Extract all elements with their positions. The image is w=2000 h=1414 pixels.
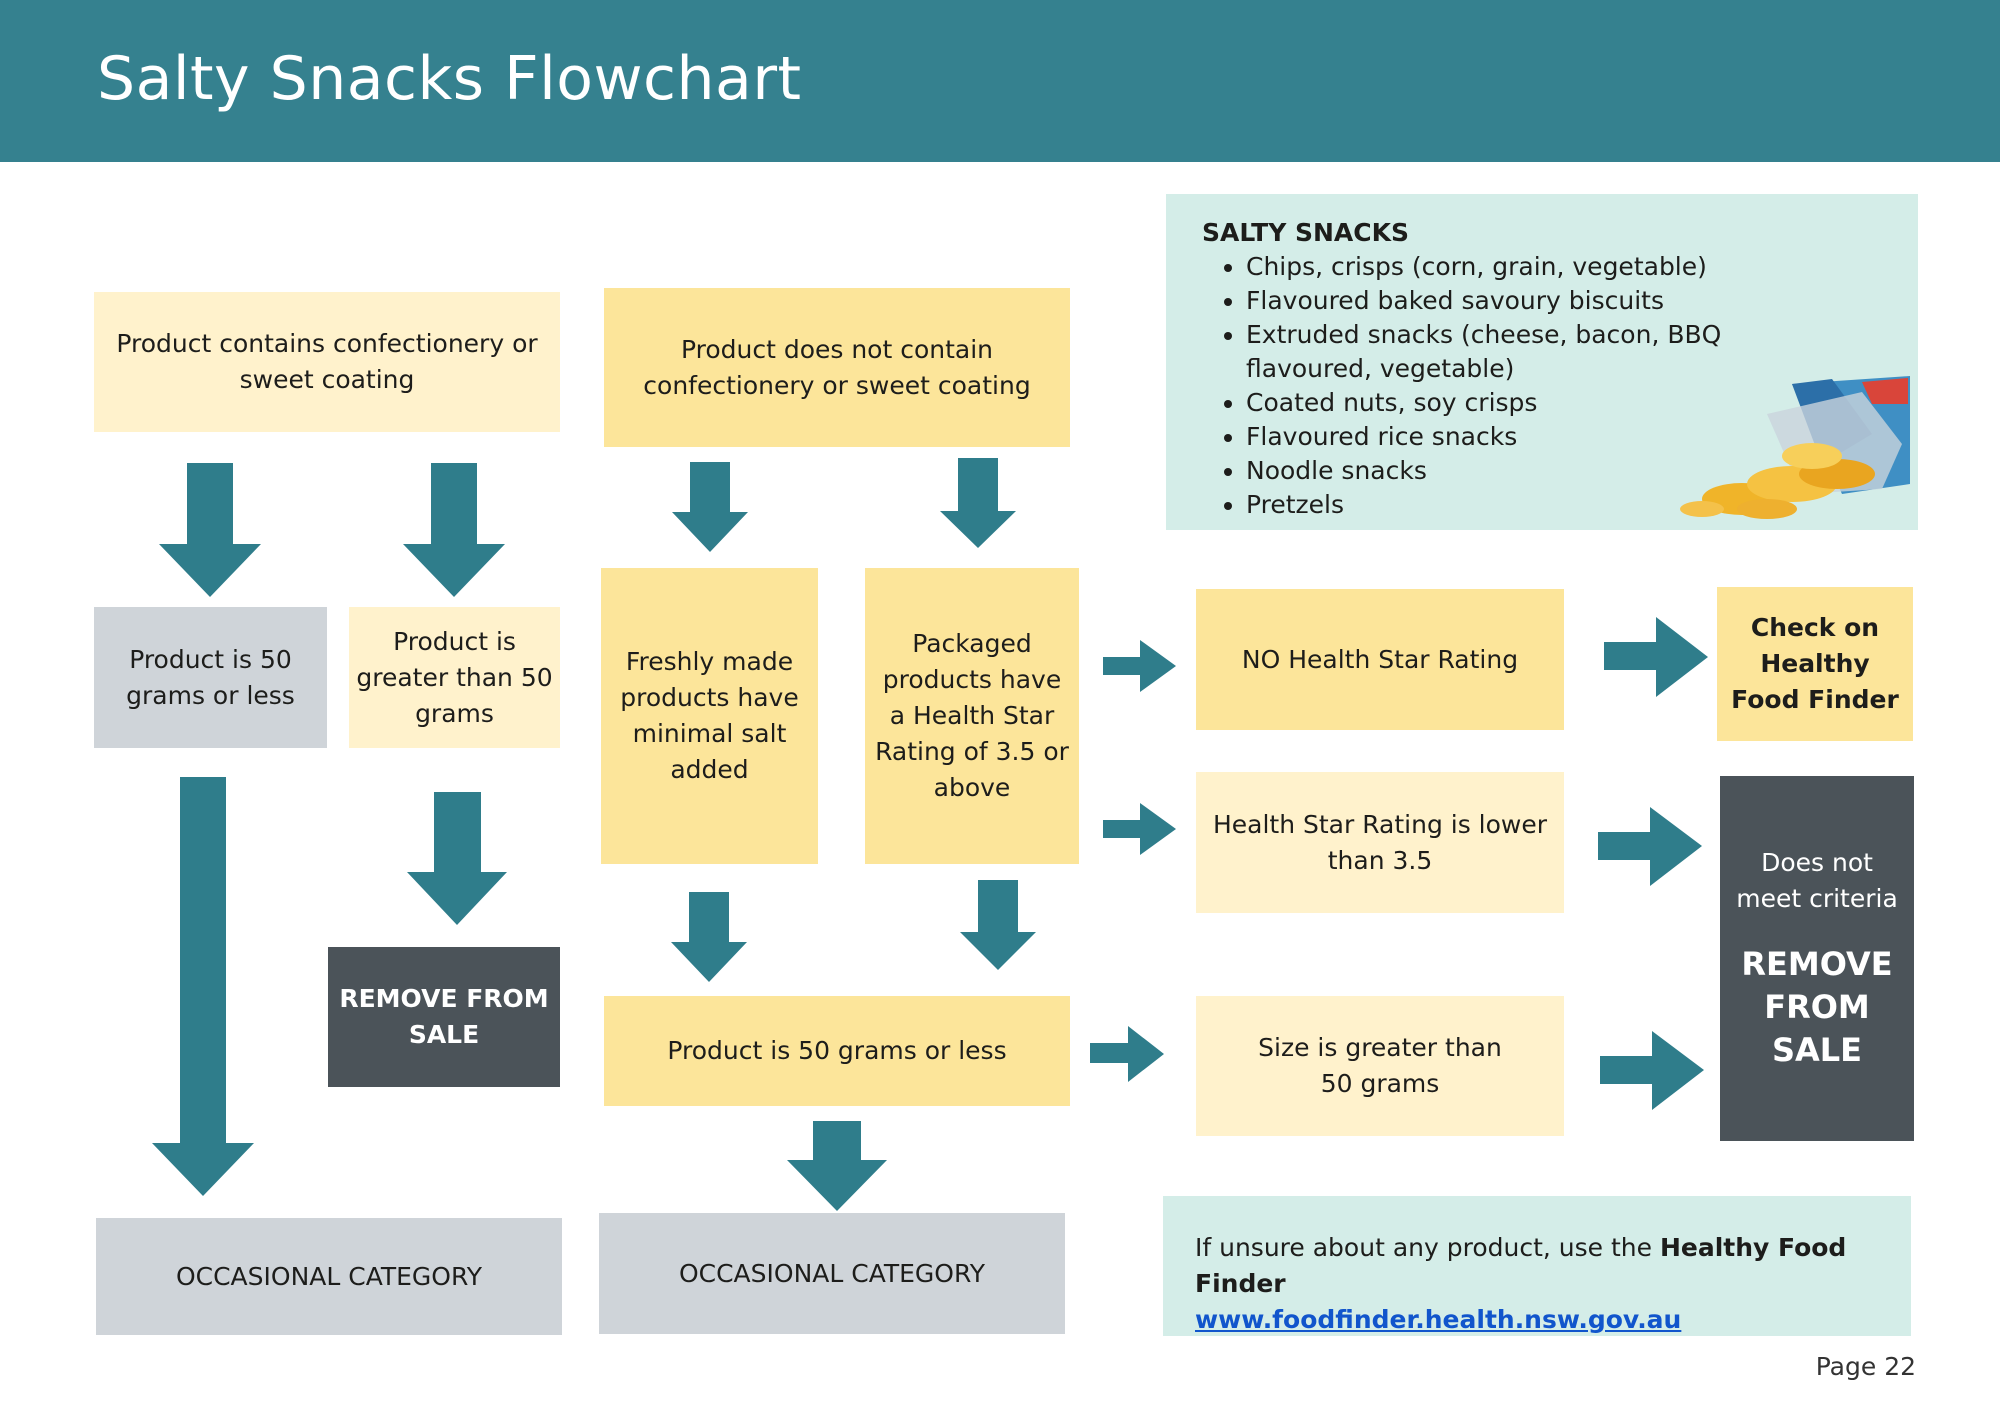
list-item: Noodle snacks [1246,454,1846,488]
list-item: Pretzels [1246,488,1846,522]
arrow-down-3 [672,462,748,552]
arrow-right-remove-2 [1600,1031,1704,1110]
food-finder-link[interactable]: www.foodfinder.health.nsw.gov.au [1195,1305,1682,1334]
list-item: Flavoured baked savoury biscuits [1246,284,1846,318]
product-50g-box: Product is 50 grams or less [604,996,1070,1106]
arrow-down-occasional [787,1121,887,1211]
list-item: Chips, crisps (corn, grain, vegetable) [1246,250,1846,284]
no-confectionery-box: Product does not contain confectionery o… [604,288,1070,447]
page-header: Salty Snacks Flowchart [0,0,2000,162]
info-list: Chips, crisps (corn, grain, vegetable) F… [1202,250,1846,522]
arrow-down-fresh [671,892,747,982]
arrow-down-packaged [960,880,1036,970]
check-food-finder-box: Check on Healthy Food Finder [1717,587,1913,741]
arrow-right-nohsr [1103,640,1176,692]
occasional-category-mid: OCCASIONAL CATEGORY [599,1213,1065,1334]
list-item: Coated nuts, soy crisps [1246,386,1846,420]
arrow-down-long [152,777,254,1196]
does-not-meet-label: Does not meet criteria [1736,848,1898,913]
arrow-right-hsr [1103,803,1176,855]
arrow-down-2 [403,463,505,597]
arrow-right-size [1090,1026,1164,1082]
chips-bag-image [1680,376,1910,519]
remove-from-sale-left: REMOVE FROM SALE [328,947,560,1087]
large-50g-box: Product is greater than 50 grams [349,607,560,748]
remove-from-sale-right: Does not meet criteria REMOVE FROM SALE [1720,776,1914,1141]
freshly-made-box: Freshly made products have minimal salt … [601,568,818,864]
page-number: Page 22 [1815,1352,1916,1381]
footer-text: If unsure about any product, use the [1195,1233,1660,1262]
occasional-category-left: OCCASIONAL CATEGORY [96,1218,562,1335]
packaged-box: Packaged products have a Health Star Rat… [865,568,1079,864]
arrow-right-remove-1 [1598,807,1702,886]
arrow-down-1 [159,463,261,597]
no-health-star-box: NO Health Star Rating [1196,589,1564,730]
hsr-lower-box: Health Star Rating is lower than 3.5 [1196,772,1564,913]
info-heading: SALTY SNACKS [1202,218,1410,247]
footer-info-box: If unsure about any product, use the Hea… [1163,1196,1911,1336]
remove-from-sale-label: REMOVE FROM SALE [1741,945,1893,1069]
arrow-down-remove [407,792,507,925]
salty-snacks-info-panel: SALTY SNACKS Chips, crisps (corn, grain,… [1166,194,1918,530]
arrow-down-4 [940,458,1016,548]
arrow-right-check [1604,617,1708,697]
list-item: Flavoured rice snacks [1246,420,1846,454]
small-50g-box: Product is 50 grams or less [94,607,327,748]
footer-bold-text: Healthy Food Finder [1195,1233,1847,1298]
page-title: Salty Snacks Flowchart [97,44,802,114]
size-greater-box: Size is greater than 50 grams [1196,996,1564,1136]
confectionery-box: Product contains confectionery or sweet … [94,292,560,432]
list-item: Extruded snacks (cheese, bacon, BBQ flav… [1246,318,1846,386]
